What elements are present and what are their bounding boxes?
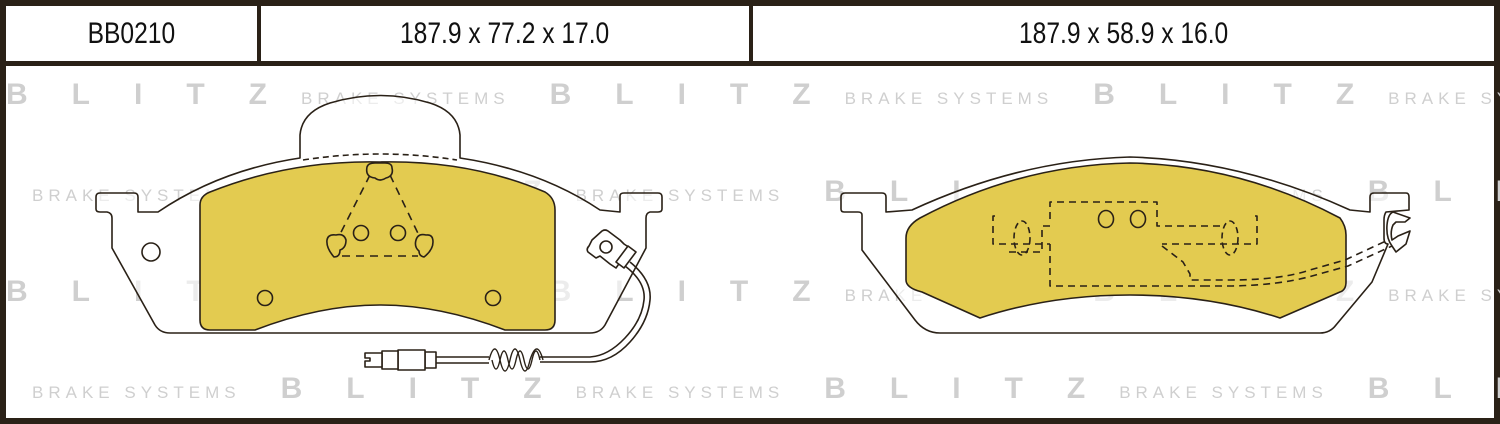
- rear-pad-dimensions: 187.9 x 58.9 x 16.0: [1018, 16, 1229, 50]
- front-pad-dimensions: 187.9 x 77.2 x 17.0: [400, 16, 610, 50]
- spec-header: BB0210 187.9 x 77.2 x 17.0 187.9 x 58.9 …: [6, 6, 1494, 66]
- rear-dimensions-cell: 187.9 x 58.9 x 16.0: [753, 6, 1494, 61]
- front-dimensions-cell: 187.9 x 77.2 x 17.0: [261, 6, 753, 61]
- part-number: BB0210: [87, 16, 176, 50]
- part-number-cell: BB0210: [6, 6, 261, 61]
- front-pad-wear-sensor: [364, 229, 651, 372]
- rear-pad-friction-material: [905, 162, 1393, 319]
- front-pad-friction-material: [199, 161, 556, 331]
